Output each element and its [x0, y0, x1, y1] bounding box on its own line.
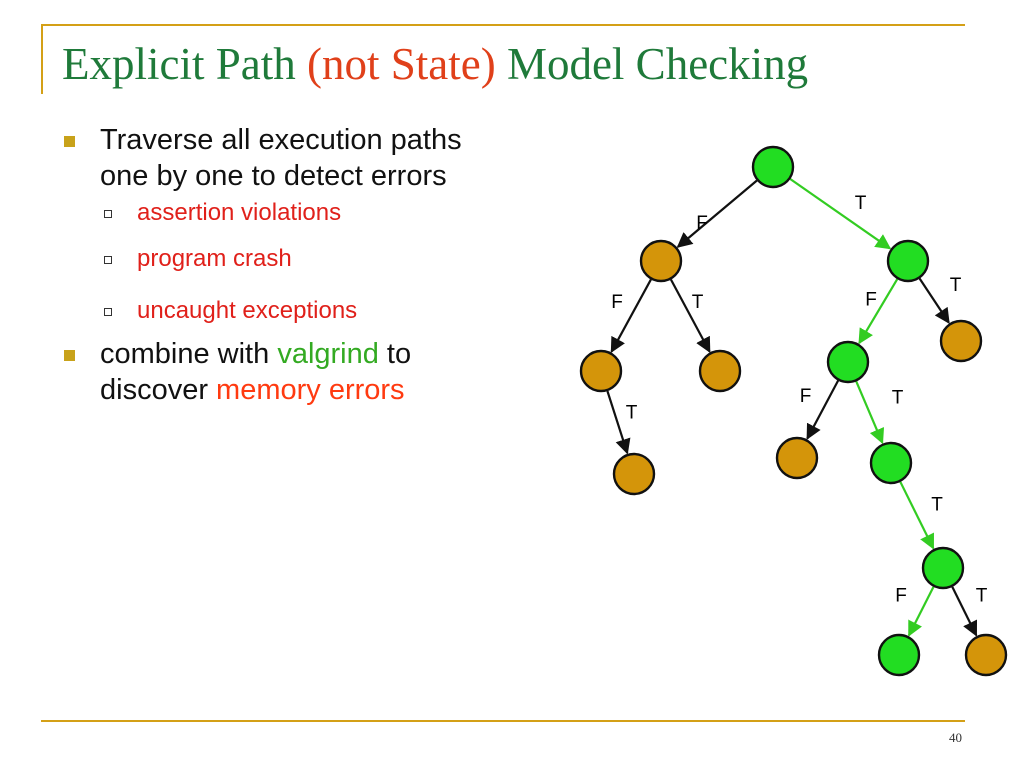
- tree-node-n7: [612, 452, 656, 496]
- tree-edges: [606, 178, 978, 637]
- tree-nodes: [579, 145, 1008, 677]
- square-bullet-icon: [64, 136, 75, 147]
- sub-bullet-text: program crash: [137, 245, 292, 272]
- title-part-2: Model Checking: [495, 39, 809, 89]
- tree-edge-n10-n12: [951, 586, 978, 637]
- bullet-valgrind-prefix: combine with: [100, 338, 278, 370]
- tree-edge-n5-n9: [855, 380, 885, 445]
- tree-node-n8: [775, 436, 819, 480]
- edge-label-n9-n10: T: [931, 495, 943, 516]
- tree-edge-n2-n5: [858, 278, 899, 345]
- sub-bullet-assertion: assertion violations: [62, 198, 482, 228]
- sub-bullet-exceptions: uncaught exceptions: [62, 296, 482, 326]
- tree-edge-n2-n6: [918, 277, 950, 324]
- bullet-valgrind: combine with valgrind to discover memory…: [62, 336, 482, 408]
- edge-label-n2-n6: T: [950, 275, 962, 296]
- tree-edge-n9-n10: [899, 481, 935, 550]
- edge-label-n1-n3: F: [611, 292, 623, 313]
- tree-node-n10: [921, 546, 965, 590]
- frame-bottom-rule: [41, 720, 965, 722]
- square-bullet-icon: [64, 350, 75, 361]
- edge-label-n3-n7: T: [626, 403, 638, 424]
- bullet-list: Traverse all execution paths one by one …: [62, 122, 482, 408]
- tree-node-n6: [939, 319, 983, 363]
- sub-bullet-text: assertion violations: [137, 199, 342, 226]
- frame-left-rule: [41, 24, 43, 94]
- tree-edge-n1-n3: [610, 278, 652, 354]
- frame-top-rule: [41, 24, 965, 26]
- tree-edge-n3-n7: [606, 390, 631, 455]
- memory-errors-highlight: memory errors: [216, 374, 405, 406]
- tree-edge-n1-n4: [669, 278, 711, 353]
- edge-label-n10-n11: F: [895, 586, 907, 607]
- edge-label-n5-n8: F: [800, 386, 812, 407]
- tree-edge-n0-n2: [789, 178, 892, 250]
- tree-node-n4: [698, 349, 742, 393]
- tree-node-n0: [751, 145, 795, 189]
- tree-node-n5: [826, 340, 870, 384]
- tree-node-n11: [877, 633, 921, 677]
- title-highlight: (not State): [306, 39, 496, 89]
- slide-title: Explicit Path (not State) Model Checking: [62, 38, 962, 90]
- edge-label-n0-n1: F: [696, 213, 708, 234]
- tree-node-n3: [579, 349, 623, 393]
- tree-node-n2: [886, 239, 930, 283]
- edge-label-n0-n2: T: [855, 193, 867, 214]
- page-number: 40: [949, 730, 962, 745]
- bullet-traverse: Traverse all execution paths one by one …: [62, 122, 482, 194]
- tree-edge-labels: F T F T F T T F T T F T: [611, 193, 988, 607]
- tree-node-n1: [639, 239, 683, 283]
- edge-label-n10-n12: T: [976, 586, 988, 607]
- hollow-square-bullet-icon: [104, 210, 112, 218]
- hollow-square-bullet-icon: [104, 256, 112, 264]
- tree-node-n12: [964, 633, 1008, 677]
- tree-edge-n10-n11: [907, 586, 935, 637]
- title-part-1: Explicit Path: [62, 39, 307, 89]
- sub-bullet-crash: program crash: [62, 244, 482, 274]
- sub-bullet-text: uncaught exceptions: [137, 297, 358, 324]
- hollow-square-bullet-icon: [104, 308, 112, 316]
- tree-edge-n0-n1: [676, 179, 758, 248]
- valgrind-highlight: valgrind: [277, 338, 379, 370]
- edge-label-n1-n4: T: [692, 292, 704, 313]
- edge-label-n2-n5: F: [865, 290, 877, 311]
- bullet-traverse-text: Traverse all execution paths one by one …: [100, 124, 462, 192]
- tree-edge-n5-n8: [806, 380, 840, 440]
- tree-node-n9: [869, 441, 913, 485]
- bullet-valgrind-middle: to discover: [100, 338, 412, 406]
- edge-label-n5-n9: T: [892, 388, 904, 409]
